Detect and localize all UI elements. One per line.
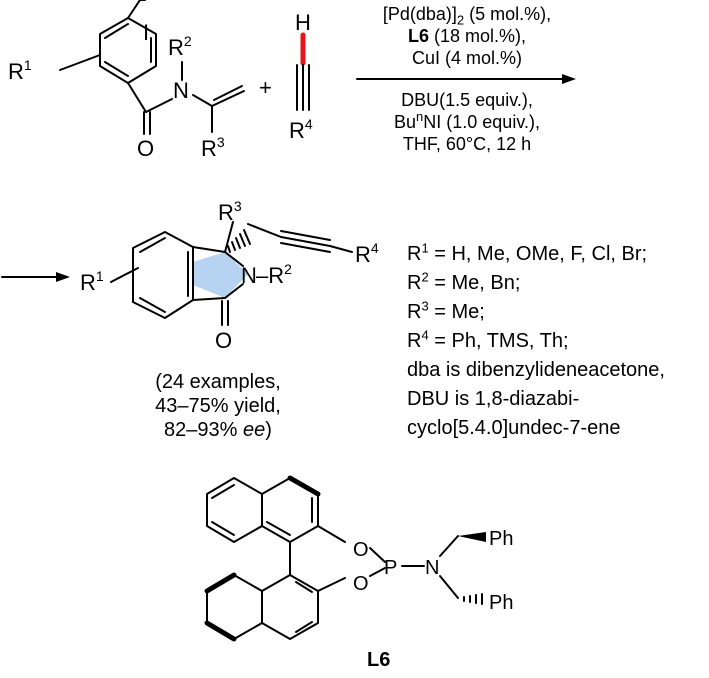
reactant1-nitrogen: N — [173, 78, 189, 103]
ligand-phosphorus: P — [384, 557, 397, 579]
definition-dbu-line1: DBU is 1,8-diazabi- — [407, 388, 580, 410]
reactant-iodobenzamide — [59, 0, 245, 135]
ligand-oxygen-bottom: O — [353, 573, 369, 595]
yield-summary: (24 examples, 43–75% yield, 82–93% ee) — [138, 370, 298, 442]
definition-dbu-line2: cyclo[5.4.0]undec-7-ene — [407, 417, 621, 439]
definition-r2: R2 = Me, Bn; — [407, 269, 521, 294]
alkyne-r4: R4 — [289, 116, 313, 143]
definition-r4: R4 = Ph, TMS, Th; — [407, 327, 569, 352]
product-r4: R4 — [355, 240, 379, 267]
condition-cocatalyst: CuI (4 mol.%) — [411, 48, 523, 68]
continuation-arrow — [1, 272, 70, 282]
product-nitrogen: N — [241, 263, 257, 288]
reactant1-r2: R2 — [168, 33, 192, 60]
reactant1-r1: R1 — [8, 57, 32, 84]
definition-dba: dba is dibenzylideneacetone, — [407, 359, 665, 381]
ligand-phenyl-top: Ph — [489, 528, 513, 550]
condition-base: DBU(1.5 equiv.), — [401, 90, 533, 110]
product-r3: R3 — [218, 198, 242, 225]
substituent-definitions: R1 = H, Me, OMe, F, Cl, Br; R2 = Me, Bn;… — [407, 240, 665, 443]
reactant1-iodine: I — [143, 20, 149, 45]
reaction-arrow — [356, 74, 576, 84]
highlighted-ring — [193, 252, 248, 298]
plus-sign: + — [259, 75, 272, 100]
yield-examples: (24 examples, — [155, 371, 281, 393]
conditions-above-arrow: [Pd(dba)]2 (5 mol.%), L6 (18 mol.%), CuI… — [382, 3, 552, 69]
ligand-oxygen-top: O — [353, 539, 369, 561]
product-r2: –R2 — [256, 261, 292, 288]
product-isoindolinone — [110, 221, 353, 326]
yield-ee: 82–93% ee) — [164, 419, 272, 441]
reactant1-r3: R3 — [201, 134, 225, 161]
conditions-below-arrow: DBU(1.5 equiv.), BunNI (1.0 equiv.), THF… — [372, 89, 562, 155]
ligand-l6-structure — [204, 475, 486, 642]
ligand-nitrogen: N — [425, 557, 439, 579]
reactant1-oxygen: O — [137, 136, 154, 161]
product-r1: R1 — [80, 268, 104, 295]
ligand-label: L6 — [367, 649, 390, 671]
yield-range: 43–75% yield, — [155, 395, 281, 417]
condition-catalyst: [Pd(dba)]2 (5 mol.%), — [382, 4, 552, 28]
product-oxygen: O — [215, 328, 232, 353]
terminal-alkyne — [296, 32, 310, 111]
ligand-phenyl-bottom: Ph — [489, 592, 513, 614]
condition-solvent-temp-time: THF, 60°C, 12 h — [402, 134, 532, 154]
definition-r1: R1 = H, Me, OMe, F, Cl, Br; — [407, 240, 648, 265]
condition-ligand: L6 (18 mol.%), — [407, 26, 527, 46]
condition-additive: BunNI (1.0 equiv.), — [394, 109, 540, 132]
definition-r3: R3 = Me; — [407, 298, 485, 323]
alkyne-hydrogen: H — [295, 10, 311, 35]
